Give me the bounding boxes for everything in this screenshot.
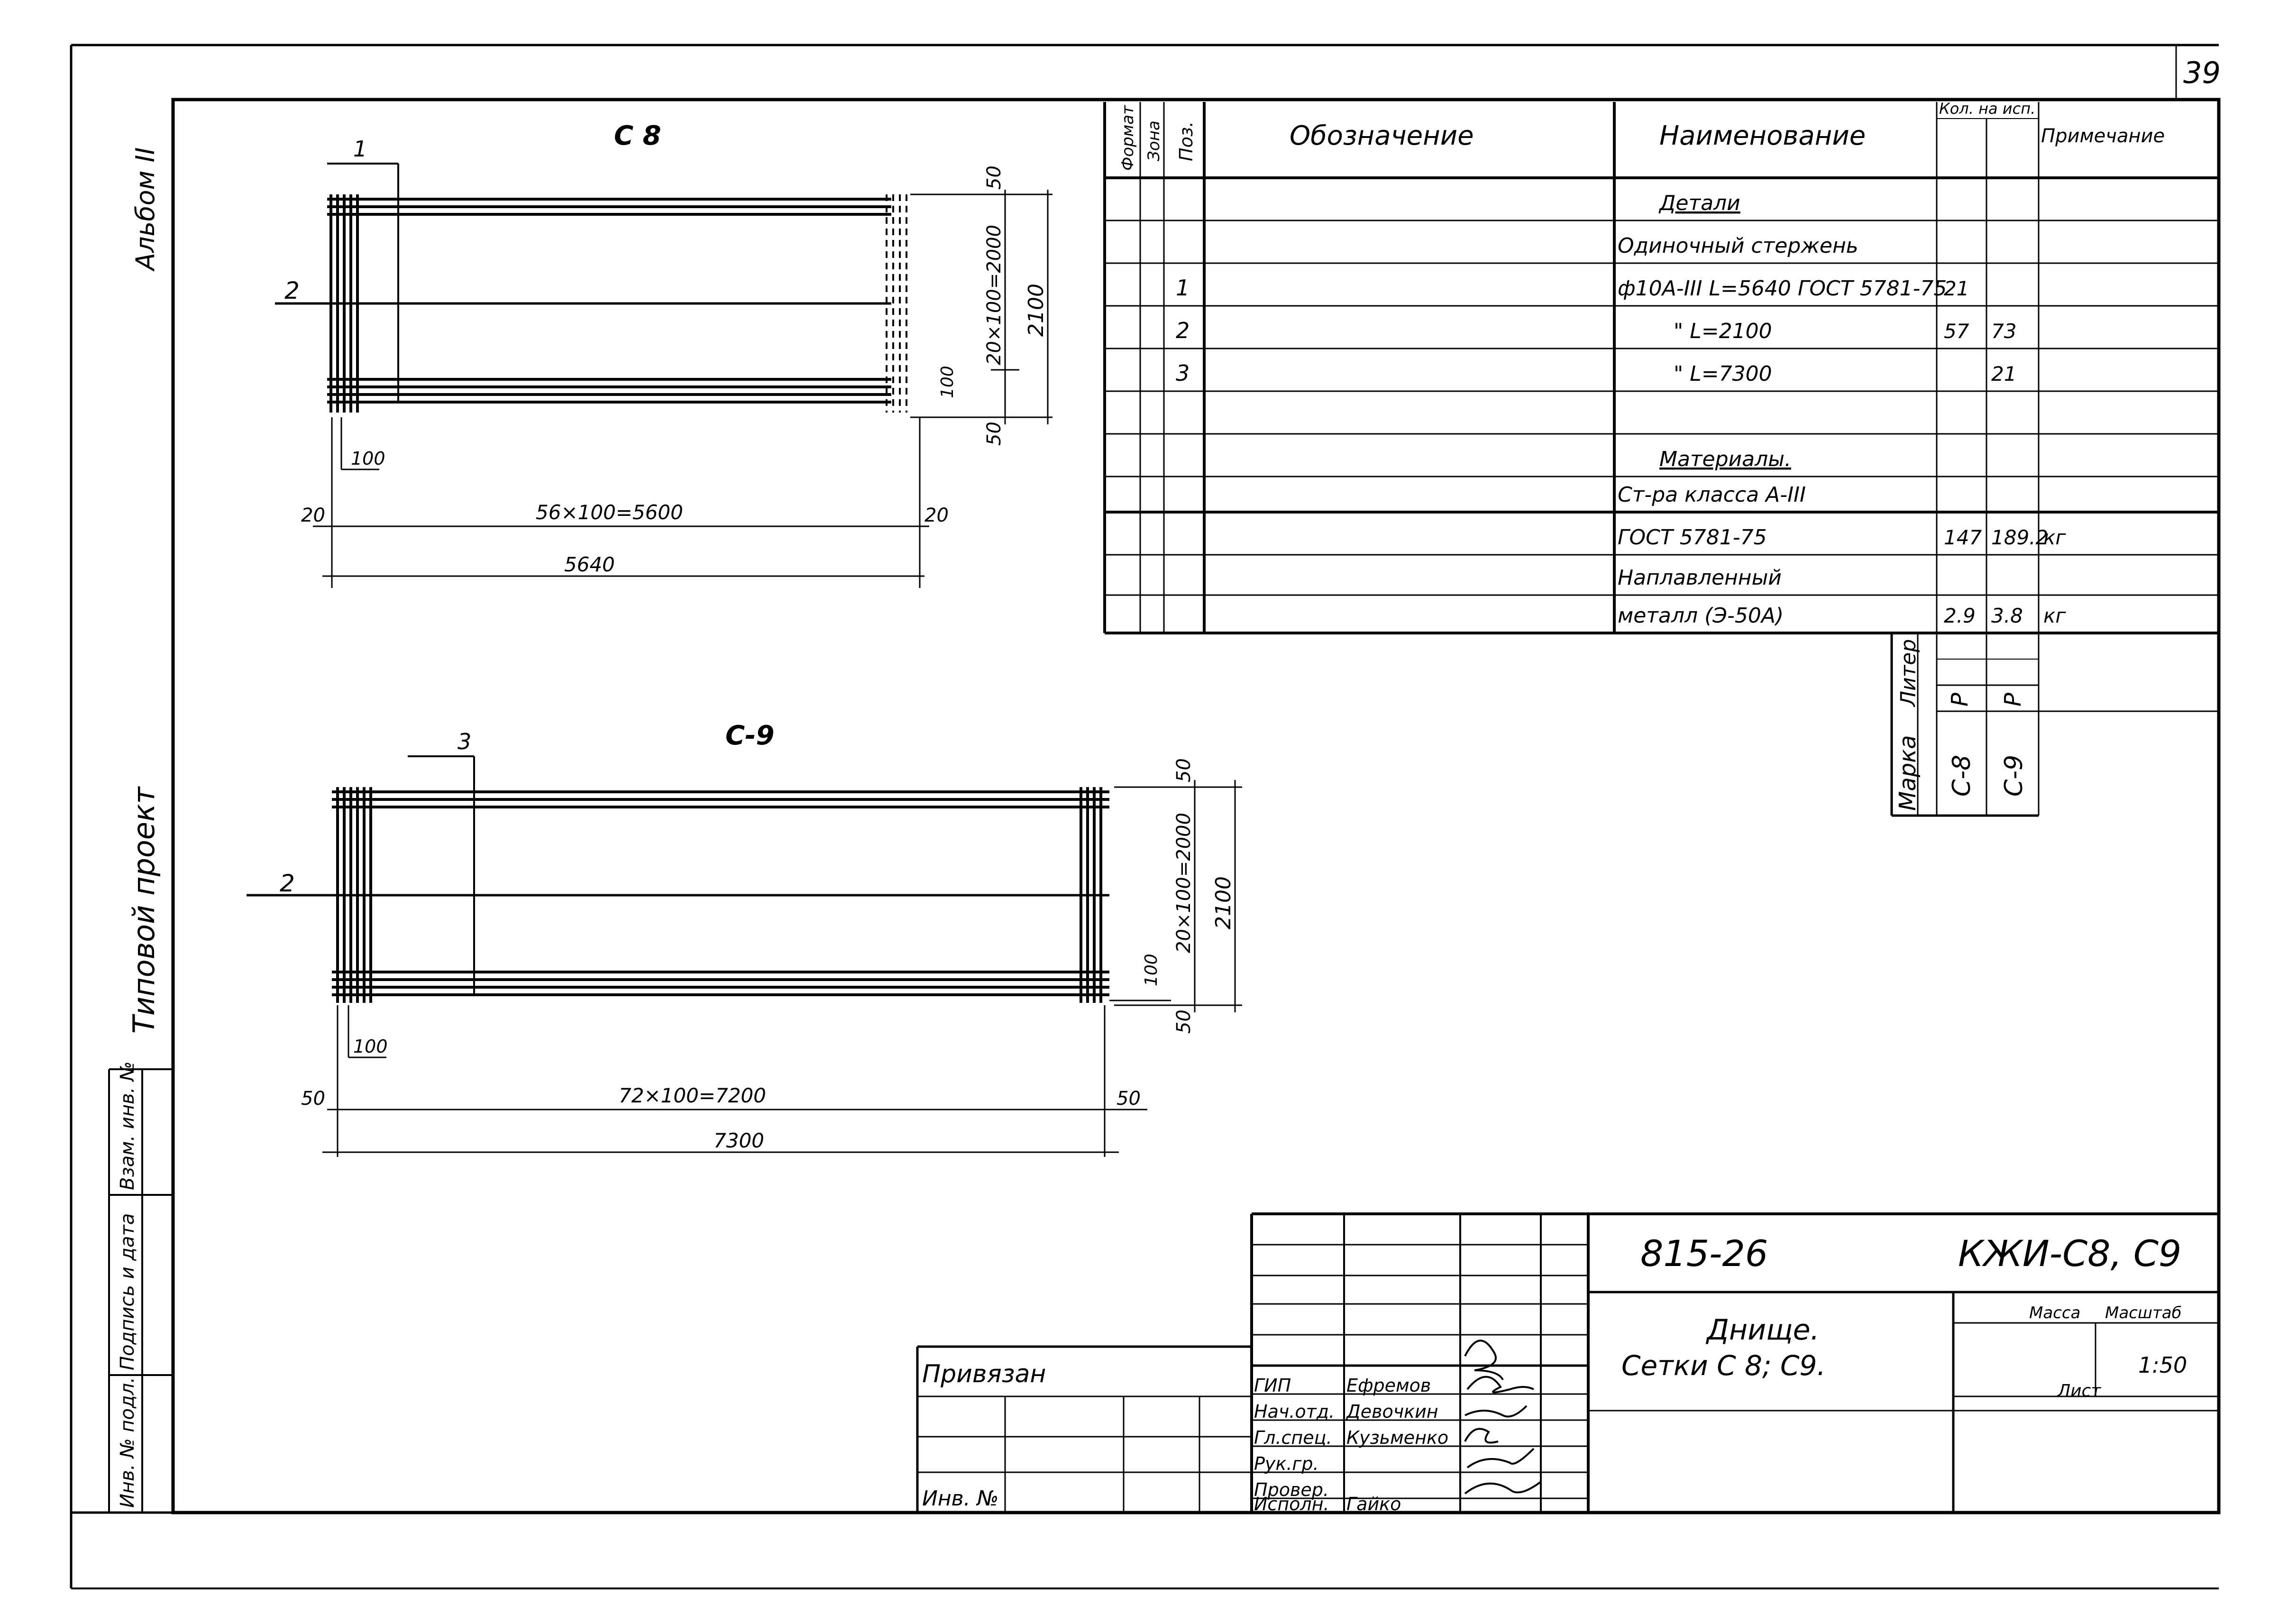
c8-pos-left: 2 <box>284 277 300 304</box>
spec-row-name: " L=2100 <box>1674 319 1772 343</box>
album-label: Альбом II <box>130 147 160 272</box>
sheet-frame <box>70 44 2221 1589</box>
c9-dim-left-50: 50 <box>301 1088 325 1110</box>
spec-row-note: кг <box>2043 526 2066 549</box>
c8-dim-bottom-right: 50 <box>983 422 1005 446</box>
c9-dim-right-50: 50 <box>1117 1088 1141 1110</box>
spec-row-qty-c8: 147 <box>1944 526 1982 549</box>
spec-row-name: Материалы. <box>1659 447 1791 471</box>
spec-marka-label: Марка <box>1895 735 1921 811</box>
spec-row-qty-c9: 189.2 <box>1991 526 2048 549</box>
drawing-title-line2: Сетки С 8; С9. <box>1621 1349 1826 1382</box>
scale-value: 1:50 <box>2138 1352 2187 1378</box>
c8-dim-overall-length: 5640 <box>564 553 615 576</box>
spec-row-name: Детали <box>1658 191 1740 215</box>
spec-row-qty-c8: 21 <box>1944 277 1969 300</box>
spec-marka-c9: С-9 <box>2000 755 2028 797</box>
tb-name: Гайко <box>1346 1494 1401 1514</box>
c9-dim-top-right: 50 <box>1173 758 1195 782</box>
spec-row-name: " L=7300 <box>1674 362 1772 386</box>
mesh-c8-drawing <box>275 163 1053 588</box>
tb-name: Кузьменко <box>1346 1427 1448 1448</box>
c9-dim-inner-right: 100 <box>1142 954 1161 986</box>
spec-header-zone: Зона <box>1144 120 1163 161</box>
spec-header-pos: Поз. <box>1176 121 1197 161</box>
c9-title: С-9 <box>725 720 774 751</box>
spec-row-pos: 3 <box>1176 360 1190 386</box>
spec-row-qty-c8: 2.9 <box>1944 604 1976 627</box>
spec-header-format: Формат <box>1118 105 1137 171</box>
c8-dim-span: 56×100=5600 <box>536 501 683 524</box>
spec-row-name: ГОСТ 5781-75 <box>1618 525 1767 550</box>
spec-header-name: Наименование <box>1659 120 1866 151</box>
spec-row-name: Ст-ра класса А-III <box>1618 483 1806 507</box>
privyazan-label: Привязан <box>922 1360 1046 1388</box>
spec-row-name: металл (Э-50А) <box>1618 604 1784 628</box>
page-number: 39 <box>2183 55 2221 90</box>
tb-role: ГИП <box>1254 1375 1291 1396</box>
stamp-inv-orig: Инв. № подл. <box>117 1377 138 1508</box>
scale-label: Масштаб <box>2105 1303 2182 1322</box>
spec-liter-c8: Р <box>1947 693 1973 706</box>
spec-header-qty: Кол. на исп. <box>1939 100 2035 118</box>
tb-role: Провер. <box>1254 1479 1329 1500</box>
c9-dim-span: 72×100=7200 <box>619 1084 766 1107</box>
sheet-label: Лист <box>2057 1381 2101 1401</box>
sheet-code: КЖИ-С8, С9 <box>1958 1232 2181 1275</box>
spec-liter-c9: Р <box>2000 693 2026 706</box>
c8-dim-left-100: 100 <box>351 448 385 469</box>
project-code: 815-26 <box>1640 1232 1768 1275</box>
c8-title: С 8 <box>614 120 661 151</box>
spec-marka-c8: С-8 <box>1948 755 1976 797</box>
tb-role: Рук.гр. <box>1254 1453 1319 1474</box>
spec-row-note: кг <box>2043 604 2066 627</box>
mass-label: Масса <box>2029 1303 2080 1322</box>
c9-dim-overall-length: 7300 <box>714 1129 764 1152</box>
tb-role: Гл.спец. <box>1254 1427 1332 1448</box>
spec-row-name: ф10А-III L=5640 ГОСТ 5781-75 <box>1618 276 1947 301</box>
spec-header-designation: Обозначение <box>1290 120 1474 151</box>
c8-dim-top-right: 50 <box>983 165 1005 190</box>
project-label: Типовой проект <box>127 786 161 1034</box>
c9-dim-overall-height: 2100 <box>1211 876 1236 929</box>
c8-pos-top: 1 <box>353 136 367 162</box>
drawing-title-line1: Днище. <box>1705 1313 1820 1347</box>
c9-dim-left-100: 100 <box>353 1036 388 1057</box>
c9-dim-vertical: 20×100=2000 <box>1173 813 1195 953</box>
c9-pos-left: 2 <box>280 870 295 897</box>
c8-dim-left-20: 20 <box>301 505 325 526</box>
tb-role: Нач.отд. <box>1254 1401 1335 1422</box>
spec-row-qty-c9: 73 <box>1991 320 2016 343</box>
c8-dim-right-20: 20 <box>924 505 949 526</box>
c8-dim-inner-right: 100 <box>938 366 957 398</box>
inv-no-label: Инв. № <box>922 1486 998 1511</box>
c8-dim-vertical: 20×100=2000 <box>983 225 1005 365</box>
tb-role: Исполн. <box>1254 1494 1329 1514</box>
spec-row-pos: 1 <box>1176 275 1190 301</box>
side-stamp <box>108 1068 173 1513</box>
tb-name: Ефремов <box>1346 1375 1431 1396</box>
spec-row-name: Одиночный стержень <box>1618 234 1858 258</box>
title-block-grid <box>916 1212 2219 1513</box>
c9-pos-top: 3 <box>458 729 471 754</box>
tb-name: Девочкин <box>1345 1401 1438 1422</box>
stamp-sign-date: Подпись и дата <box>117 1213 138 1370</box>
spec-row-qty-c8: 57 <box>1944 320 1969 343</box>
c8-dim-overall-height: 2100 <box>1024 284 1048 337</box>
spec-header-note: Примечание <box>2041 125 2165 147</box>
spec-row-pos: 2 <box>1176 318 1190 343</box>
spec-table-grid <box>1103 102 2219 817</box>
spec-row-qty-c9: 3.8 <box>1991 604 2023 627</box>
c9-dim-bottom-right: 50 <box>1173 1009 1195 1034</box>
mesh-c9-drawing <box>247 755 1242 1157</box>
spec-row-qty-c9: 21 <box>1991 362 2016 385</box>
spec-liter-label: Литер <box>1896 639 1921 707</box>
stamp-vzam-inv: Взам. инв. № <box>117 1061 138 1190</box>
spec-row-name: Наплавленный <box>1618 566 1782 590</box>
signatures <box>1464 1340 1542 1495</box>
